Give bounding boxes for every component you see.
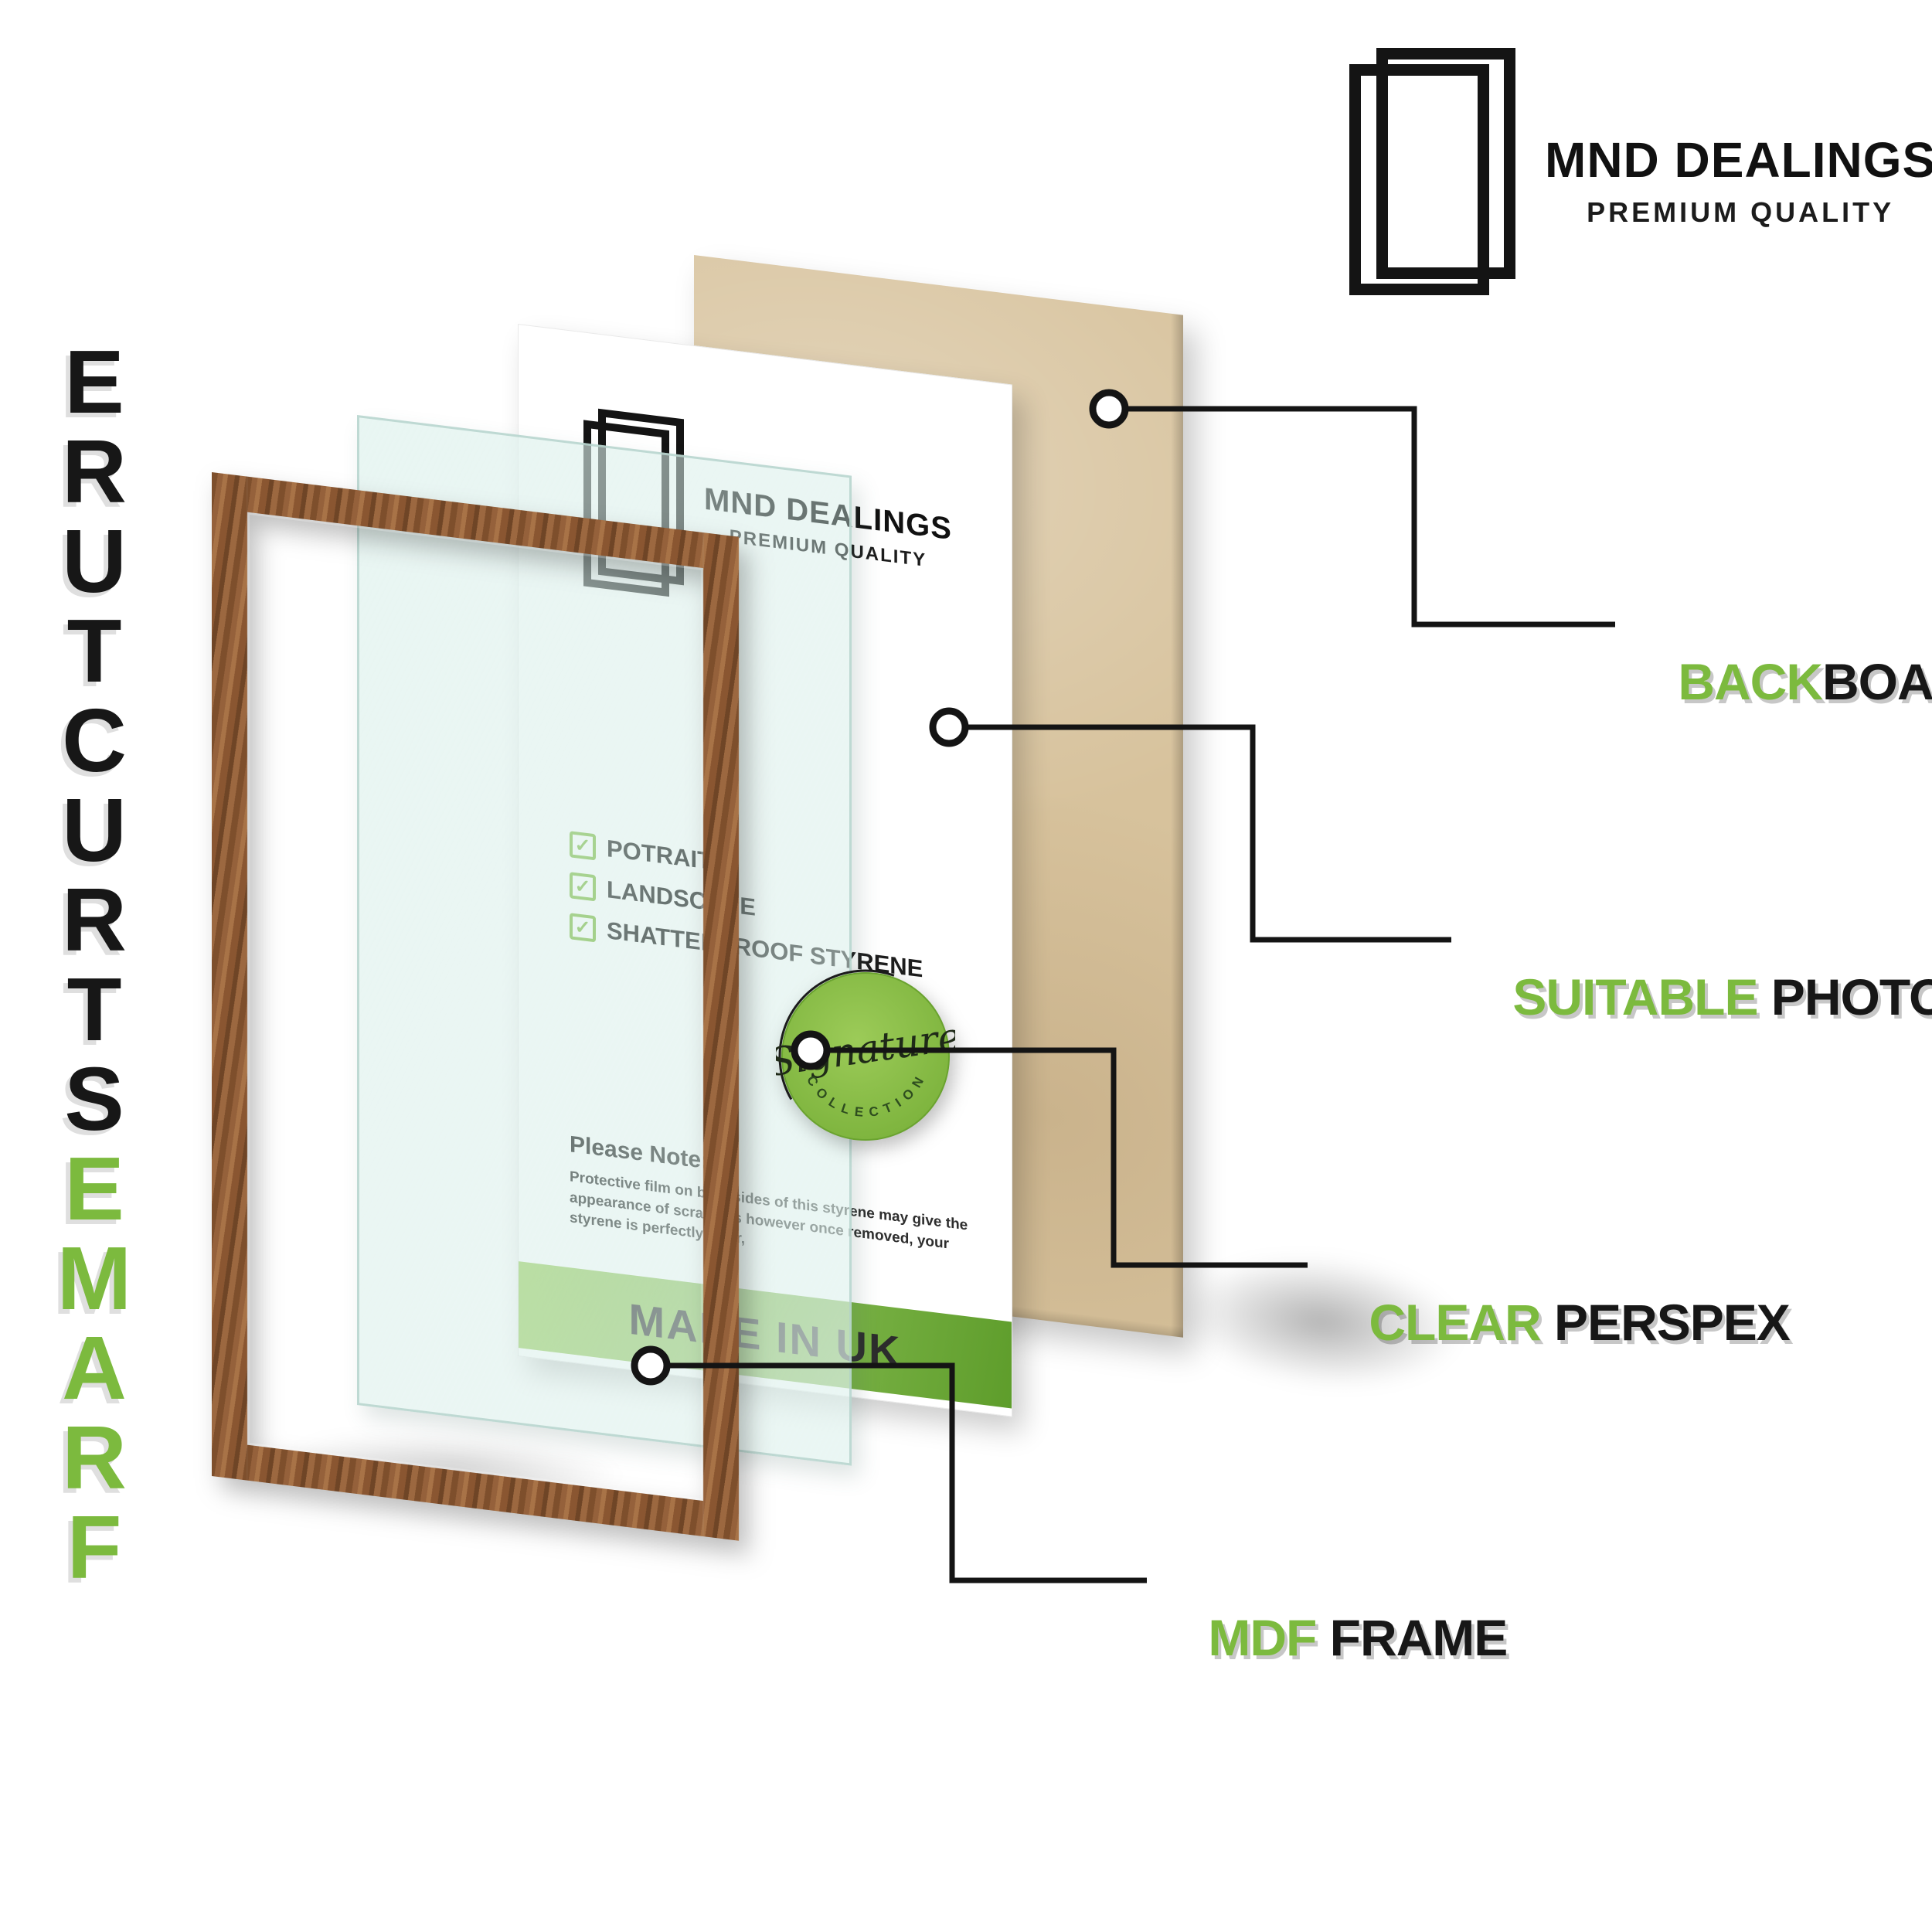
side-title-letter: R: [62, 869, 127, 970]
label-backboard-black: BOARD: [1822, 653, 1932, 710]
signature-badge: Signature C O L L E C T I O N: [776, 969, 955, 1144]
side-title-letter: S: [64, 1049, 124, 1149]
side-title-letter: M: [56, 1228, 132, 1328]
side-title-letter: E: [64, 332, 124, 432]
side-title-letter: R: [62, 1407, 127, 1508]
side-title-letter: T: [66, 600, 122, 701]
side-title-letter: E: [64, 1138, 124, 1239]
label-backboard: BACKBOARD: [1624, 596, 1932, 767]
label-photo-green: SUITABLE: [1512, 968, 1758, 1026]
brand-logo-icon: [1349, 48, 1515, 295]
side-title-letter: U: [62, 511, 127, 611]
label-clear-perspex: CLEAR PERSPEX: [1315, 1236, 1790, 1408]
label-frame-black: FRAME: [1316, 1609, 1509, 1666]
side-title-letter: U: [62, 780, 127, 880]
badge-flourish-arc: [778, 969, 953, 1144]
label-perspex-black: PERSPEX: [1540, 1294, 1791, 1351]
brand-tagline: PREMIUM QUALITY: [1587, 196, 1895, 228]
label-perspex-green: CLEAR: [1369, 1294, 1541, 1351]
label-photo-black: PHOTO: [1757, 968, 1932, 1026]
side-title-letter: T: [66, 959, 122, 1060]
brand-text: MND DEALINGS PREMIUM QUALITY: [1545, 131, 1932, 229]
brand-header: MND DEALINGS PREMIUM QUALITY: [1349, 48, 1932, 295]
label-mdf-frame: MDF FRAME: [1155, 1552, 1509, 1723]
brand-name: MND DEALINGS: [1545, 132, 1932, 188]
label-suitable-photo: SUITABLE PHOTO: [1459, 911, 1932, 1083]
side-title-letter: R: [62, 421, 127, 522]
wood-frame-panel: [212, 472, 739, 1541]
label-backboard-green: BACK: [1678, 653, 1823, 710]
side-title-letter: C: [62, 690, 127, 791]
callout-line-backboard: [1109, 406, 1615, 628]
label-frame-green: MDF: [1208, 1609, 1317, 1666]
side-title-letter: F: [66, 1497, 122, 1597]
side-title-letter: A: [62, 1318, 127, 1418]
logo-rect-front: [1349, 64, 1489, 295]
